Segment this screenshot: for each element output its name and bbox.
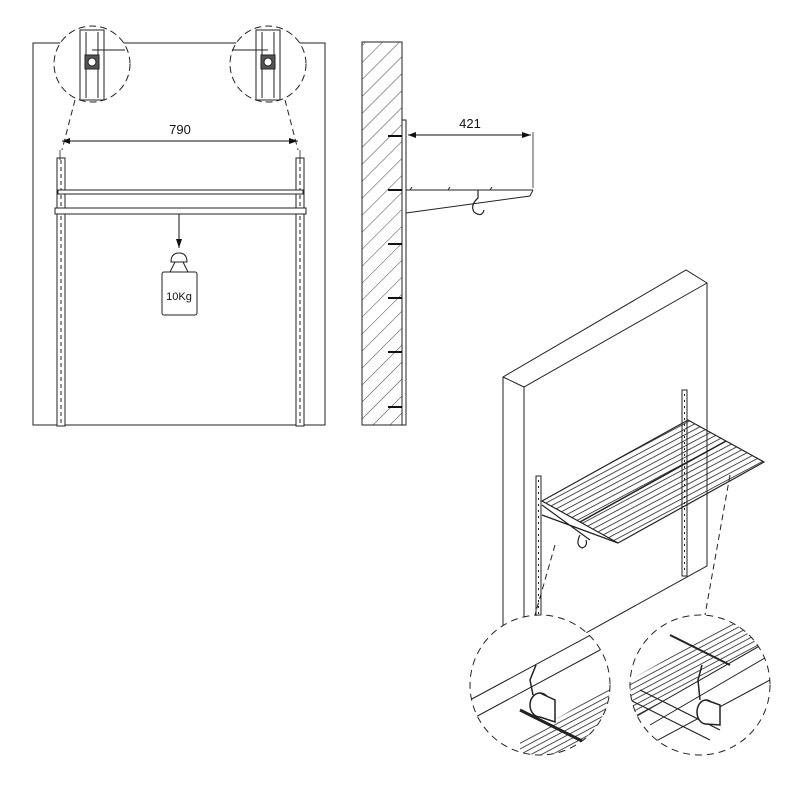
wall-anchors <box>388 135 402 408</box>
depth-dimension-label: 421 <box>459 116 481 131</box>
shelf-front-edge <box>57 189 304 195</box>
isometric-view <box>469 269 771 756</box>
width-dimension: 790 <box>59 122 301 160</box>
hanging-rod <box>54 207 307 215</box>
wall-section-hatched <box>361 41 403 426</box>
right-upright <box>295 157 305 427</box>
upright-profile <box>401 119 407 426</box>
front-view: 790 10Kg <box>32 25 326 427</box>
depth-dimension: 421 <box>408 116 534 188</box>
left-upright-detail <box>53 25 131 151</box>
side-view: 421 <box>361 41 534 426</box>
load-label: 10Kg <box>166 291 192 303</box>
right-upright-detail <box>229 25 307 151</box>
weight-icon <box>161 271 198 316</box>
left-upright <box>56 157 66 427</box>
load-weight: 10Kg <box>161 214 198 316</box>
width-dimension-label: 790 <box>169 122 191 137</box>
bracket-rod-clip-detail-right <box>629 614 771 756</box>
bracket-rod-clip-detail-left <box>469 614 611 756</box>
